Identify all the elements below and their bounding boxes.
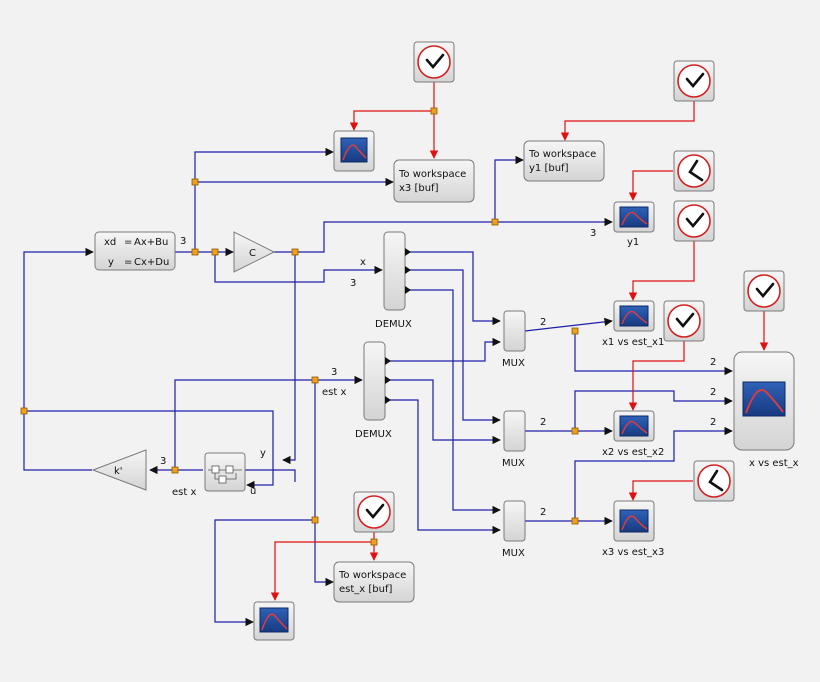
clock-icon: [425, 53, 445, 70]
scope-x2[interactable]: [613, 410, 655, 442]
clock-5[interactable]: [663, 300, 705, 342]
mux-1-label: MUX: [502, 358, 525, 369]
clock-icon: [365, 503, 385, 520]
scope-x1[interactable]: [613, 300, 655, 332]
scope-y1[interactable]: [613, 201, 655, 233]
ss-out-width: 3: [180, 236, 186, 247]
tows-estx-line1: To workspace: [338, 570, 406, 581]
svg-text:=: =: [124, 237, 132, 248]
estx-label: est x: [322, 387, 346, 398]
to-workspace-y1[interactable]: To workspace y1 [buf]: [523, 140, 605, 182]
demux-top-block[interactable]: [383, 231, 406, 311]
scope-big-label: x vs est_x: [749, 458, 799, 469]
scope-x3-label: x3 vs est_x3: [602, 547, 664, 558]
mux2-width: 2: [540, 417, 546, 428]
x-label: x: [360, 257, 366, 268]
tows-x3-line1: To workspace: [398, 169, 466, 180]
svg-text:=: =: [124, 257, 132, 268]
to-workspace-x3[interactable]: To workspace x3 [buf]: [393, 159, 475, 203]
event-links: [270, 82, 769, 601]
observer-in-u: u: [250, 486, 256, 497]
data-links: [23, 147, 733, 627]
scope-top[interactable]: [333, 130, 375, 172]
estx-width: 3: [331, 367, 337, 378]
demux-mid-label: DEMUX: [355, 429, 392, 440]
gain-c-label: C: [249, 248, 256, 259]
ss-line1-rhs: Ax+Bu: [134, 237, 168, 248]
clock-1[interactable]: [413, 41, 455, 83]
scope-x1-label: x1 vs est_x1: [602, 337, 664, 348]
clock-2[interactable]: [673, 60, 715, 102]
mux-3-label: MUX: [502, 548, 525, 559]
observer-in-y: y: [260, 448, 266, 459]
big1-width: 2: [710, 357, 716, 368]
split-points: [20, 107, 579, 546]
observer-block[interactable]: [204, 452, 246, 492]
scope-y1-label: y1: [627, 237, 639, 248]
ss-line2-lhs: y: [108, 257, 114, 268]
ss-line1-lhs: xd: [104, 237, 116, 248]
mux-3-block[interactable]: [503, 500, 526, 542]
ss-line2-rhs: Cx+Du: [134, 257, 169, 268]
tows-y1-line2: y1 [buf]: [529, 163, 569, 174]
mux-2-block[interactable]: [503, 410, 526, 452]
clock-4[interactable]: [673, 200, 715, 242]
mux3-width: 2: [540, 507, 546, 518]
tows-estx-line2: est_x [buf]: [339, 584, 392, 595]
to-workspace-estx[interactable]: To workspace est_x [buf]: [333, 561, 415, 603]
mux-1-block[interactable]: [503, 310, 526, 352]
big2-width: 2: [710, 387, 716, 398]
scope-big[interactable]: [733, 351, 795, 451]
gain-k-block[interactable]: k': [91, 449, 147, 491]
x-width: 3: [350, 278, 356, 289]
clock-icon: [685, 212, 705, 229]
clock-7[interactable]: [693, 460, 735, 502]
tows-y1-line1: To workspace: [528, 149, 596, 160]
mux-2-label: MUX: [502, 458, 525, 469]
scope-estx[interactable]: [253, 601, 295, 641]
scope-x2-label: x2 vs est_x2: [602, 447, 664, 458]
state-space-block[interactable]: xd = Ax+Bu y = Cx+Du: [94, 231, 176, 271]
observer-out-label: est x: [172, 487, 196, 498]
y1-width: 3: [590, 228, 596, 239]
clock-6[interactable]: [743, 270, 785, 312]
mux1-width: 2: [540, 317, 546, 328]
clock-icon: [688, 159, 704, 182]
clock-3[interactable]: [673, 150, 715, 192]
big3-width: 2: [710, 417, 716, 428]
tows-x3-line2: x3 [buf]: [399, 183, 439, 194]
demux-ports: [385, 248, 411, 404]
clock-icon: [708, 469, 724, 492]
demux-top-label: DEMUX: [375, 319, 412, 330]
clock-icon: [675, 312, 695, 329]
scope-x3[interactable]: [613, 500, 655, 542]
clock-icon: [755, 282, 775, 299]
demux-mid-block[interactable]: [363, 341, 386, 421]
clock-8[interactable]: [353, 491, 395, 533]
gain-k-label: k': [114, 466, 123, 477]
gain-c-block[interactable]: C: [233, 231, 276, 273]
clock-icon: [685, 72, 705, 89]
k-width: 3: [160, 456, 166, 467]
